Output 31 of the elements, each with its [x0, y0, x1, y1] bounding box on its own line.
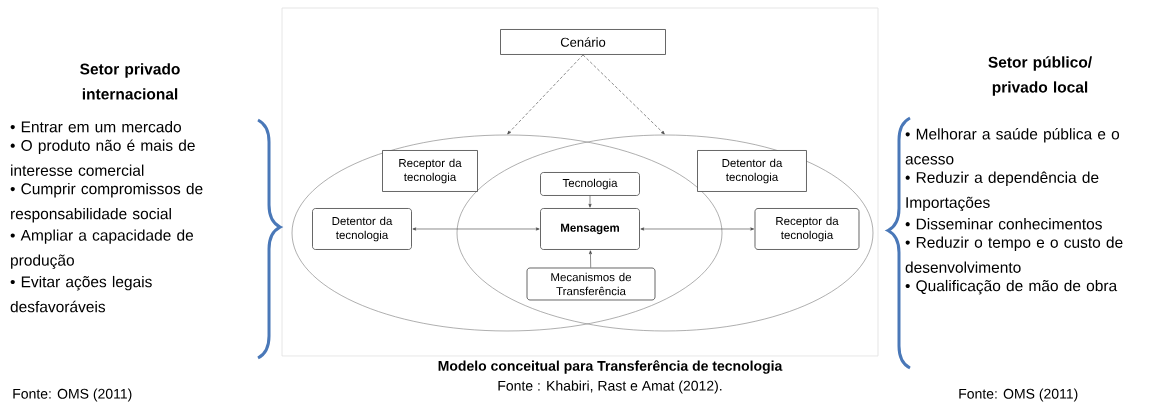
bullet-item: • Disseminar conhecimentos [905, 218, 1102, 230]
heading: Setor privado internacional [80, 63, 180, 100]
process-box: Mensagem [540, 208, 640, 250]
source-note: Fonte: OMS (2011) [959, 388, 1078, 402]
bullet-item: • Reduzir o tempo e o custo de desenvolvimento [905, 236, 1123, 273]
process-box: Mecanismos de Transferência [526, 267, 656, 301]
process-box: Tecnologia [540, 172, 640, 196]
arrow [588, 250, 592, 268]
bullet-item: • Melhorar a saúde pública e o acesso [905, 128, 1120, 165]
process-box: Receptor da tecnologia [382, 150, 478, 192]
heading: Setor público/ privado local [988, 56, 1092, 96]
bullet-item: • Qualificação de mão de obra [905, 279, 1118, 295]
bullet-item: • Entrar em um mercado [10, 121, 181, 133]
source-note: Fonte : Khabiri, Rast e Amat (2012). [498, 380, 722, 394]
bullet-item: • O produto não é mais de interesse comercial [10, 139, 195, 176]
process-box: Receptor da tecnologia [754, 208, 860, 250]
bullet-item: • Evitar ações legais desfavoráveis [10, 275, 152, 313]
arrow [507, 54, 584, 135]
process-box: Detentor da tecnologia [697, 150, 807, 192]
arrow [640, 227, 755, 231]
process-box: Cenário [500, 29, 666, 55]
bullet-item: • Cumprir compromissos de responsabilidade social [10, 182, 203, 223]
arrow [588, 195, 592, 208]
caption: Modelo conceitual para Transferência de tecnologia [438, 360, 783, 374]
source-note: Fonte: OMS (2011) [13, 388, 132, 402]
process-box: Detentor da tecnologia [312, 208, 412, 250]
arrow [582, 54, 665, 135]
bullet-item: • Reduzir a dependência de Importações [905, 171, 1099, 212]
bullet-item: • Ampliar a capacidade de produção [10, 229, 194, 269]
arrow [412, 227, 540, 231]
ellipse [291, 134, 723, 332]
